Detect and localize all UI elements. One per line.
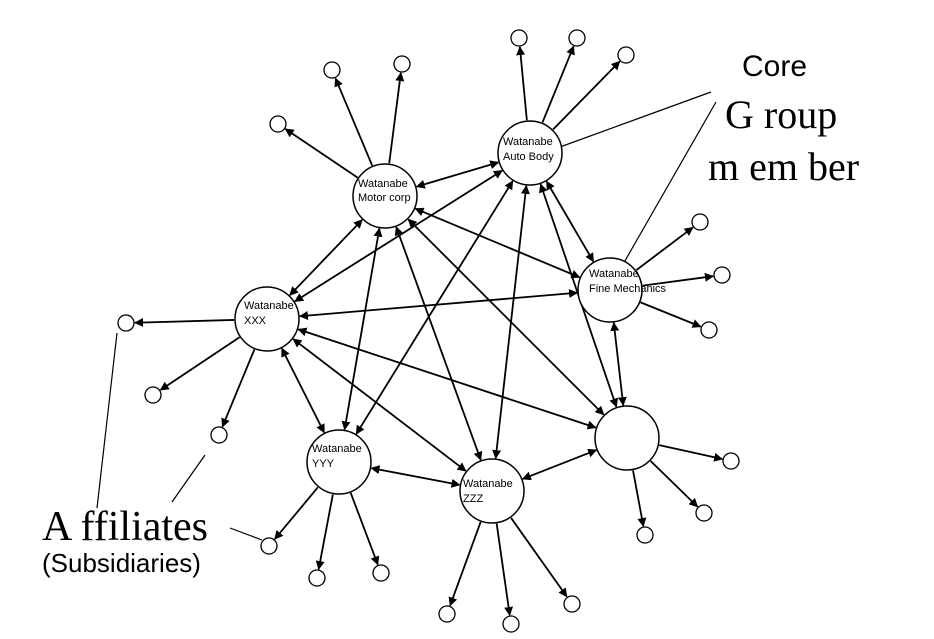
node-label-line2: Motor corp bbox=[358, 192, 411, 204]
affiliate-node bbox=[568, 29, 586, 47]
link-fine-blank bbox=[610, 321, 627, 407]
affiliate-node bbox=[260, 537, 278, 555]
node-label-line1: Watanabe bbox=[589, 268, 639, 280]
affiliate-node bbox=[713, 266, 731, 284]
affiliate-node bbox=[372, 564, 390, 582]
affiliate-link-zzz-2 bbox=[495, 523, 514, 616]
affiliate-link-zzz-3 bbox=[510, 517, 568, 598]
affiliate-node bbox=[117, 314, 135, 332]
satellites-layer bbox=[117, 29, 740, 633]
member-label: m em ber bbox=[708, 144, 859, 189]
affiliate-link-zzz-1 bbox=[448, 521, 482, 607]
affiliate-link-fine-1 bbox=[635, 226, 694, 271]
affiliate-link-motor-1 bbox=[334, 77, 374, 166]
affiliate-node bbox=[563, 595, 581, 613]
node-label-line1: Watanabe bbox=[463, 478, 513, 490]
link-motor-xxx bbox=[289, 219, 363, 296]
link-auto-zzz bbox=[492, 184, 530, 460]
affiliate-link-motor-2 bbox=[388, 72, 405, 164]
node-watanabe-xxx: Watanabe XXX bbox=[234, 286, 300, 352]
callout-line-core-auto-body bbox=[559, 91, 712, 148]
affiliate-link-yyy-1 bbox=[274, 486, 319, 540]
node-label-line2: YYY bbox=[312, 458, 335, 470]
callout-line-affiliates-satellite bbox=[171, 454, 206, 503]
subsidiaries-label: (Subsidiaries) bbox=[42, 548, 201, 578]
link-yyy-zzz bbox=[370, 465, 461, 488]
affiliate-node bbox=[438, 605, 456, 623]
link-motor-zzz bbox=[394, 226, 483, 461]
affiliate-node bbox=[323, 61, 341, 79]
node-label-line1: Watanabe bbox=[244, 300, 294, 312]
link-motor-blank bbox=[407, 218, 605, 416]
affiliate-link-xxx-2 bbox=[159, 336, 241, 391]
affiliate-node bbox=[700, 321, 718, 339]
affiliate-link-auto-1 bbox=[516, 46, 528, 121]
affiliate-node bbox=[617, 46, 635, 64]
affiliate-link-yyy-2 bbox=[315, 494, 334, 571]
affiliate-link-blank-3 bbox=[632, 470, 647, 528]
affiliate-link-blank-1 bbox=[659, 444, 724, 462]
affiliate-node bbox=[510, 29, 528, 47]
node-watanabe-yyy: Watanabe YYY bbox=[306, 429, 372, 495]
link-motor-fine bbox=[414, 207, 581, 279]
affiliate-link-auto-3 bbox=[552, 60, 621, 131]
node-label-line1: Watanabe bbox=[503, 136, 553, 148]
affiliate-link-blank-2 bbox=[650, 460, 699, 508]
affiliate-node bbox=[269, 115, 287, 133]
link-motor-auto bbox=[415, 160, 500, 189]
affiliate-node bbox=[636, 526, 654, 544]
affiliate-node bbox=[210, 426, 228, 444]
node-watanabe-zzz: Watanabe ZZZ bbox=[459, 458, 525, 524]
link-xxx-blank bbox=[297, 327, 597, 430]
affiliate-node bbox=[502, 615, 520, 633]
node-label-line1: Watanabe bbox=[312, 443, 362, 455]
callout-line-affiliates-yyy bbox=[229, 527, 263, 541]
affiliate-node bbox=[308, 569, 326, 587]
group-label: G roup bbox=[725, 92, 837, 137]
link-zzz-blank bbox=[521, 448, 598, 481]
link-xxx-yyy bbox=[281, 347, 325, 434]
affiliate-node bbox=[393, 55, 411, 73]
node-label-line2: ZZZ bbox=[463, 493, 483, 505]
affiliate-node bbox=[722, 452, 740, 470]
affiliate-link-fine-2 bbox=[642, 272, 714, 287]
affiliate-link-xxx-1 bbox=[134, 318, 235, 328]
node-unlabeled-member bbox=[594, 405, 660, 471]
affiliate-link-fine-3 bbox=[640, 301, 702, 328]
affiliate-node bbox=[691, 213, 709, 231]
link-fine-xxx bbox=[298, 288, 579, 321]
node-label-line2: Auto Body bbox=[503, 151, 554, 163]
affiliate-link-yyy-3 bbox=[349, 492, 380, 566]
node-watanabe-auto-body: Watanabe Auto Body bbox=[497, 120, 563, 186]
affiliate-link-auto-2 bbox=[541, 45, 575, 123]
callout-line-core-fine-mechanics bbox=[621, 101, 717, 267]
node-label-line2: XXX bbox=[244, 315, 267, 327]
core-label: Core bbox=[742, 50, 807, 83]
callout-line-affiliates-xxx bbox=[96, 332, 118, 509]
callout-lines bbox=[96, 91, 717, 541]
affiliate-node bbox=[695, 504, 713, 522]
affiliates-label: A ffiliates bbox=[42, 504, 208, 550]
node-watanabe-fine-mechanics: Watanabe Fine Mechanics bbox=[577, 257, 667, 323]
edges-layer bbox=[134, 45, 724, 616]
affiliate-link-xxx-3 bbox=[221, 349, 256, 428]
affiliate-link-motor-3 bbox=[284, 128, 359, 179]
node-label-line1: Watanabe bbox=[358, 178, 408, 190]
node-label-line2: Fine Mechanics bbox=[589, 283, 667, 295]
affiliate-node bbox=[144, 386, 162, 404]
node-watanabe-motor-corp: Watanabe Motor corp bbox=[352, 163, 418, 229]
